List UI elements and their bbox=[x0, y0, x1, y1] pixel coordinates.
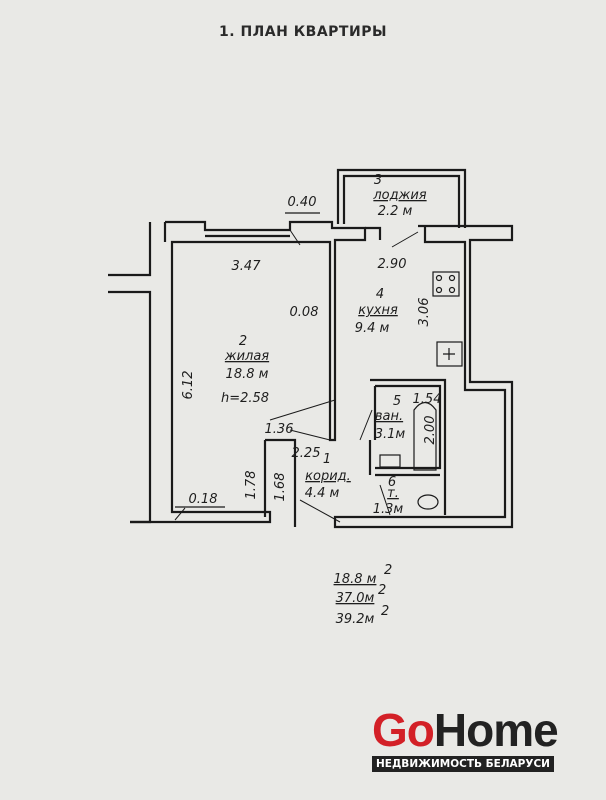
dim-label: 3.06 bbox=[417, 298, 432, 327]
room-5-area: 3.1м bbox=[375, 427, 406, 442]
room-4-area: 9.4 м bbox=[355, 321, 390, 336]
sup: 2 bbox=[381, 604, 389, 619]
room-5-name: ван. bbox=[375, 409, 403, 424]
room-2-name: жилая bbox=[224, 349, 269, 364]
room-6-name: т. bbox=[387, 486, 399, 501]
dim-label: 1.68 bbox=[273, 473, 288, 502]
room-6-num: 6 bbox=[388, 475, 396, 490]
corridor-walls bbox=[263, 438, 297, 527]
room-2-height: h=2.58 bbox=[221, 391, 269, 406]
logo-go: Go bbox=[372, 704, 435, 756]
room-5-num: 5 bbox=[393, 394, 401, 409]
dim-label: 1.54 bbox=[413, 392, 442, 407]
dim-label: 3.47 bbox=[232, 259, 262, 274]
dim-label: 2.90 bbox=[378, 257, 407, 272]
plan-title: 1. ПЛАН КВАРТИРЫ bbox=[219, 24, 387, 40]
dim-label: 1.78 bbox=[244, 471, 259, 500]
dim-label: 6.12 bbox=[181, 371, 196, 400]
room-labels: 3 лоджия 2.2 м 2 жилая 18.8 м h=2.58 4 к… bbox=[221, 173, 427, 517]
living-walls bbox=[130, 220, 367, 524]
room-1-name: корид. bbox=[305, 469, 351, 484]
dim-label: 1.36 bbox=[265, 422, 294, 437]
gohome-logo: GoHome НЕДВИЖИМОСТЬ БЕЛАРУСИ bbox=[372, 707, 562, 772]
room-2-area: 18.8 м bbox=[226, 367, 269, 382]
washbasin-icon bbox=[379, 454, 401, 468]
bathtub-icon bbox=[413, 401, 437, 471]
room-1-area: 4.4 м bbox=[305, 486, 340, 501]
fixtures bbox=[174, 212, 463, 523]
total-area: 37.0м bbox=[336, 591, 375, 606]
kitchen-walls bbox=[333, 224, 514, 529]
logo-home: Home bbox=[433, 704, 559, 756]
logo-tagline: НЕДВИЖИМОСТЬ БЕЛАРУСИ bbox=[372, 756, 554, 772]
bath-walls bbox=[368, 378, 447, 515]
sup: 2 bbox=[378, 583, 386, 598]
room-6-area: 1.3м bbox=[373, 502, 404, 517]
room-4-name: кухня bbox=[358, 303, 398, 318]
toilet-icon bbox=[417, 494, 439, 510]
room-1-num: 1 bbox=[323, 452, 331, 467]
living-window bbox=[163, 222, 290, 242]
dim-label: 0.18 bbox=[189, 492, 218, 507]
room-2-num: 2 bbox=[239, 334, 247, 349]
room-3-name: лоджия bbox=[372, 188, 426, 203]
area-totals: 18.8 м 37.0м 39.2м 2 2 2 bbox=[334, 563, 393, 627]
total-area-with-loggia: 39.2м bbox=[336, 612, 375, 627]
loggia-walls bbox=[336, 168, 467, 228]
walls bbox=[108, 168, 514, 529]
outer-left-wall bbox=[108, 222, 152, 524]
sink-icon bbox=[436, 341, 463, 367]
dim-label: 2.00 bbox=[423, 416, 438, 445]
room-3-area: 2.2 м bbox=[378, 204, 413, 219]
room-4-num: 4 bbox=[376, 287, 384, 302]
dimension-labels: 0.40 3.47 2.90 0.08 3.06 6.12 1.54 2.00 … bbox=[181, 195, 441, 507]
stove-icon bbox=[432, 271, 460, 297]
dim-label: 0.08 bbox=[290, 305, 319, 320]
room-3-num: 3 bbox=[374, 173, 382, 188]
dim-label: 2.25 bbox=[292, 446, 321, 461]
total-living-area: 18.8 м bbox=[334, 572, 377, 587]
dim-label: 0.40 bbox=[288, 195, 317, 210]
sup: 2 bbox=[384, 563, 392, 578]
